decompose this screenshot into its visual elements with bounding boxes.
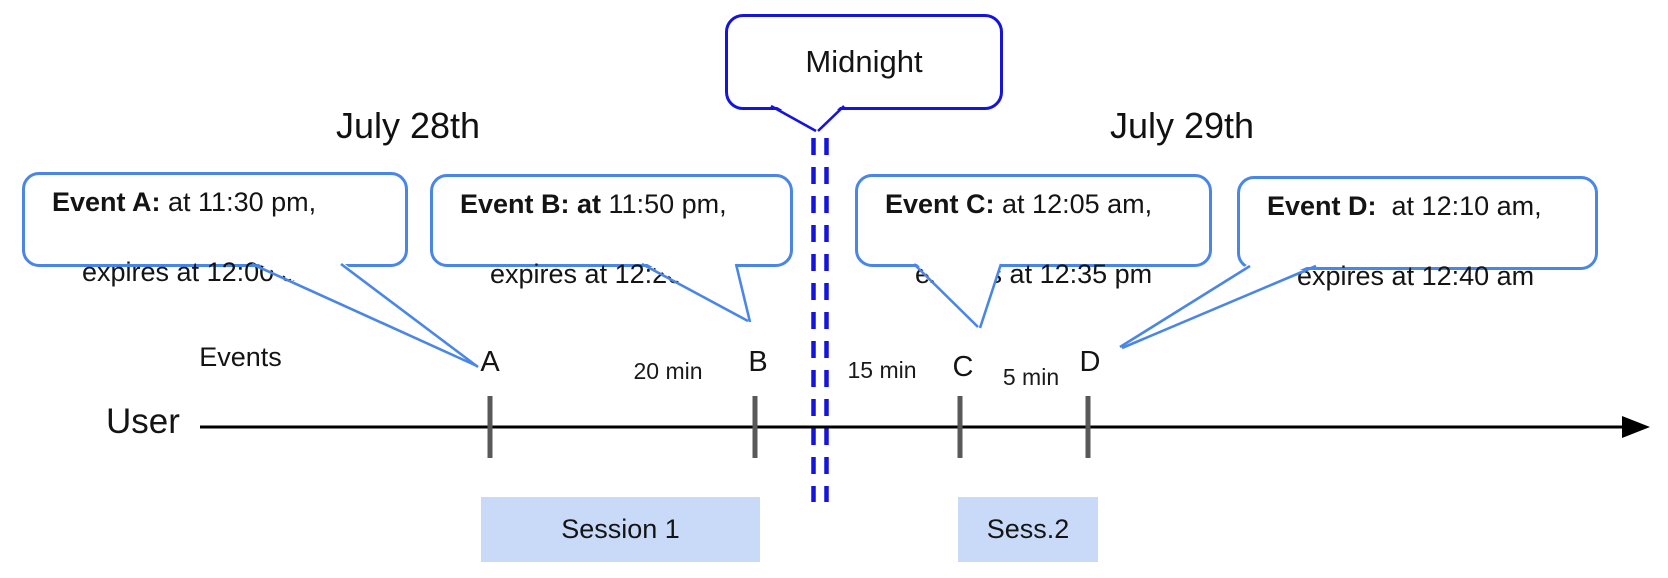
tick-label-c: C xyxy=(952,351,974,383)
date-july-29: July 29th xyxy=(1109,105,1255,146)
session-2-box: Sess.2 xyxy=(958,497,1098,562)
event-c-callout: Event C: at 12:05 am, expires at 12:35 p… xyxy=(855,174,1212,289)
gap-label-15min: 15 min xyxy=(847,357,917,383)
tick-label-b: B xyxy=(748,346,768,378)
gap-label-20min: 20 min xyxy=(633,358,703,384)
event-a-time: at 11:30 pm, xyxy=(160,187,317,217)
event-b-callout: Event B: at 11:50 pm, expires at 12:20 a… xyxy=(430,174,793,289)
event-b-expiry: expires at 12:20 am xyxy=(490,259,728,289)
event-c-expiry: expires at 12:35 pm xyxy=(915,259,1153,289)
event-c-title: Event C: xyxy=(885,189,995,219)
session-1-box: Session 1 xyxy=(481,497,760,562)
event-a-expiry: expires at 12:00 am xyxy=(82,257,320,287)
tick-label-a: A xyxy=(480,346,500,378)
event-a-title: Event A: xyxy=(52,187,161,217)
date-july-28: July 28th xyxy=(335,105,481,146)
event-d-expiry: expires at 12:40 am xyxy=(1297,261,1535,291)
gap-label-5min: 5 min xyxy=(1002,364,1060,390)
event-b-title: Event B: at xyxy=(460,189,602,219)
midnight-callout: Midnight xyxy=(725,14,1003,110)
events-row-label: Events xyxy=(199,341,282,372)
event-c-time: at 12:05 am, xyxy=(994,189,1153,219)
session-2-label: Sess.2 xyxy=(986,514,1070,544)
event-d-title: Event D: xyxy=(1267,191,1377,221)
timeline-arrowhead xyxy=(1622,416,1650,438)
tick-label-d: D xyxy=(1079,346,1101,378)
user-row-label: User xyxy=(106,402,180,441)
event-d-callout: Event D: at 12:10 am, expires at 12:40 a… xyxy=(1237,176,1598,291)
event-d-time: at 12:10 am, xyxy=(1376,191,1542,221)
midnight-label: Midnight xyxy=(805,44,923,79)
event-a-callout: Event A: at 11:30 pm, expires at 12:00 a… xyxy=(22,172,408,287)
event-b-time: 11:50 pm, xyxy=(601,189,727,219)
session-1-label: Session 1 xyxy=(561,514,680,544)
